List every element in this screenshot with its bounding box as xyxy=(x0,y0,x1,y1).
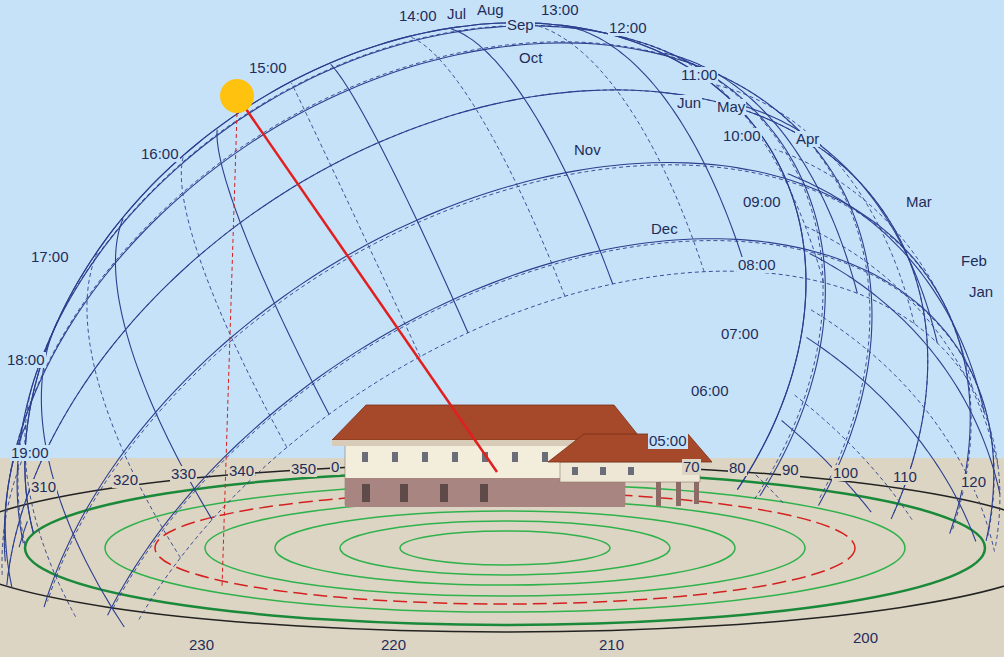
sun-path-line xyxy=(634,41,824,283)
hour-label: 14:00 xyxy=(398,8,438,24)
sun-path-line xyxy=(451,29,613,284)
azimuth-label: 70 xyxy=(682,459,701,475)
hour-label: 16:00 xyxy=(140,146,180,162)
hour-label: 10:00 xyxy=(722,128,762,144)
sun-path-line xyxy=(806,337,975,541)
azimuth-label: 120 xyxy=(960,474,987,490)
sun-ray xyxy=(237,96,497,472)
sun xyxy=(220,79,254,113)
sun-path-line xyxy=(810,309,994,551)
hour-label: 12:00 xyxy=(608,20,648,36)
sun-path-line xyxy=(217,130,329,415)
sun-path-line xyxy=(5,42,870,552)
azimuth-label: 110 xyxy=(892,469,918,485)
azimuth-label: 340 xyxy=(228,463,255,479)
sun-path-line xyxy=(717,85,914,324)
azimuth-label: 80 xyxy=(728,460,747,476)
hour-label: 19:00 xyxy=(10,445,50,461)
sun-path-line xyxy=(19,521,27,547)
hour-label: 13:00 xyxy=(540,2,580,18)
sun-path-line xyxy=(25,23,806,533)
hour-label: 08:00 xyxy=(737,257,777,273)
sun-path-line xyxy=(87,252,181,558)
month-label: May xyxy=(716,99,746,115)
azimuth-label: 200 xyxy=(852,630,879,646)
sky xyxy=(0,0,1004,458)
hour-label: 09:00 xyxy=(742,194,782,210)
azimuth-label: 330 xyxy=(170,466,197,482)
sun-path-line xyxy=(529,23,704,271)
month-label: Aug xyxy=(476,2,505,18)
month-label: Jun xyxy=(676,95,702,111)
month-label: Jan xyxy=(968,284,994,300)
hour-label: 11:00 xyxy=(680,67,718,83)
sun-path-line xyxy=(139,271,1000,620)
hour-label: 06:00 xyxy=(690,383,730,399)
sun-path-line xyxy=(25,356,76,617)
sun-path-line xyxy=(113,241,995,609)
month-label: Feb xyxy=(960,253,988,269)
hour-label: 17:00 xyxy=(30,249,70,265)
horizon-rings xyxy=(0,464,1004,632)
month-label: Apr xyxy=(795,131,820,147)
azimuth-label: 220 xyxy=(380,637,407,653)
sun-path-line xyxy=(805,226,998,466)
sun-path-line xyxy=(755,473,783,502)
azimuth-label: 320 xyxy=(112,472,139,488)
azimuth-label: 100 xyxy=(832,465,859,481)
azimuth-label: 90 xyxy=(781,462,800,478)
hour-label: 07:00 xyxy=(720,326,760,342)
sun-path-line xyxy=(44,163,970,608)
sun-path-line xyxy=(18,25,823,546)
month-label: Mar xyxy=(905,194,933,210)
month-label: Dec xyxy=(650,221,679,237)
sun-path-line xyxy=(17,26,825,543)
azimuth-label: 0 xyxy=(330,459,340,475)
sun-plumb-line xyxy=(222,113,237,588)
sun-path-line xyxy=(792,393,912,520)
hour-label: 05:00 xyxy=(648,433,688,449)
sun-path-line xyxy=(108,239,994,615)
month-label: Sep xyxy=(506,17,535,33)
azimuth-label: 350 xyxy=(290,461,317,477)
hour-label: 15:00 xyxy=(248,60,288,76)
sun-path-grid xyxy=(2,23,1000,627)
sun-path-line xyxy=(782,421,872,513)
azimuth-label: 230 xyxy=(188,637,215,653)
month-label: Jul xyxy=(446,6,467,22)
building-model xyxy=(332,405,712,507)
sun-path-line xyxy=(788,174,985,412)
azimuth-label: 210 xyxy=(598,637,625,653)
sun-path-line xyxy=(775,149,973,387)
sun-path-line xyxy=(48,165,972,602)
sun-path-line xyxy=(8,90,928,578)
month-label: Oct xyxy=(518,50,543,66)
azimuth-label: 310 xyxy=(30,479,57,495)
sun-path-line xyxy=(25,23,806,533)
ground xyxy=(0,458,1004,657)
sun-path-line xyxy=(291,83,420,357)
hour-label: 18:00 xyxy=(6,352,46,368)
sun-path-line xyxy=(739,105,937,343)
sun-path-line xyxy=(7,90,928,585)
sun-path-line xyxy=(331,64,468,332)
sun-path-line xyxy=(2,458,23,575)
sun-path-line xyxy=(664,53,857,293)
month-label: Nov xyxy=(573,142,602,158)
